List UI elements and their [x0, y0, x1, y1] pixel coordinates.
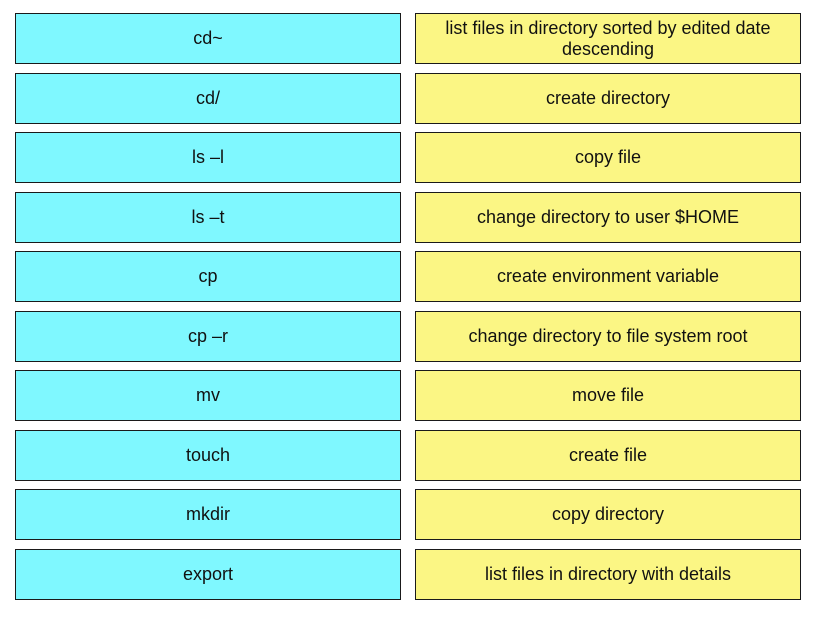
command-box[interactable]: mv	[15, 370, 401, 421]
match-row: export list files in directory with deta…	[15, 548, 801, 600]
command-box[interactable]: export	[15, 548, 401, 600]
match-row: cp create environment variable	[15, 251, 801, 302]
command-box[interactable]: ls –t	[15, 191, 401, 243]
command-box[interactable]: cd~	[15, 13, 401, 64]
description-box[interactable]: create file	[415, 429, 801, 481]
command-box[interactable]: cd/	[15, 72, 401, 124]
description-box[interactable]: create environment variable	[415, 251, 801, 302]
description-box[interactable]: list files in directory sorted by edited…	[415, 13, 801, 64]
command-box[interactable]: cp –r	[15, 310, 401, 362]
command-box[interactable]: mkdir	[15, 489, 401, 540]
description-box[interactable]: list files in directory with details	[415, 548, 801, 600]
description-box[interactable]: change directory to user $HOME	[415, 191, 801, 243]
description-box[interactable]: change directory to file system root	[415, 310, 801, 362]
command-box[interactable]: cp	[15, 251, 401, 302]
matching-board: cd~ list files in directory sorted by ed…	[15, 13, 801, 608]
match-row: touch create file	[15, 429, 801, 481]
command-box[interactable]: ls –l	[15, 132, 401, 183]
description-box[interactable]: create directory	[415, 72, 801, 124]
match-row: mkdir copy directory	[15, 489, 801, 540]
description-box[interactable]: copy file	[415, 132, 801, 183]
match-row: cp –r change directory to file system ro…	[15, 310, 801, 362]
description-box[interactable]: copy directory	[415, 489, 801, 540]
match-row: ls –t change directory to user $HOME	[15, 191, 801, 243]
match-row: mv move file	[15, 370, 801, 421]
match-row: ls –l copy file	[15, 132, 801, 183]
description-box[interactable]: move file	[415, 370, 801, 421]
match-row: cd/ create directory	[15, 72, 801, 124]
command-box[interactable]: touch	[15, 429, 401, 481]
match-row: cd~ list files in directory sorted by ed…	[15, 13, 801, 64]
